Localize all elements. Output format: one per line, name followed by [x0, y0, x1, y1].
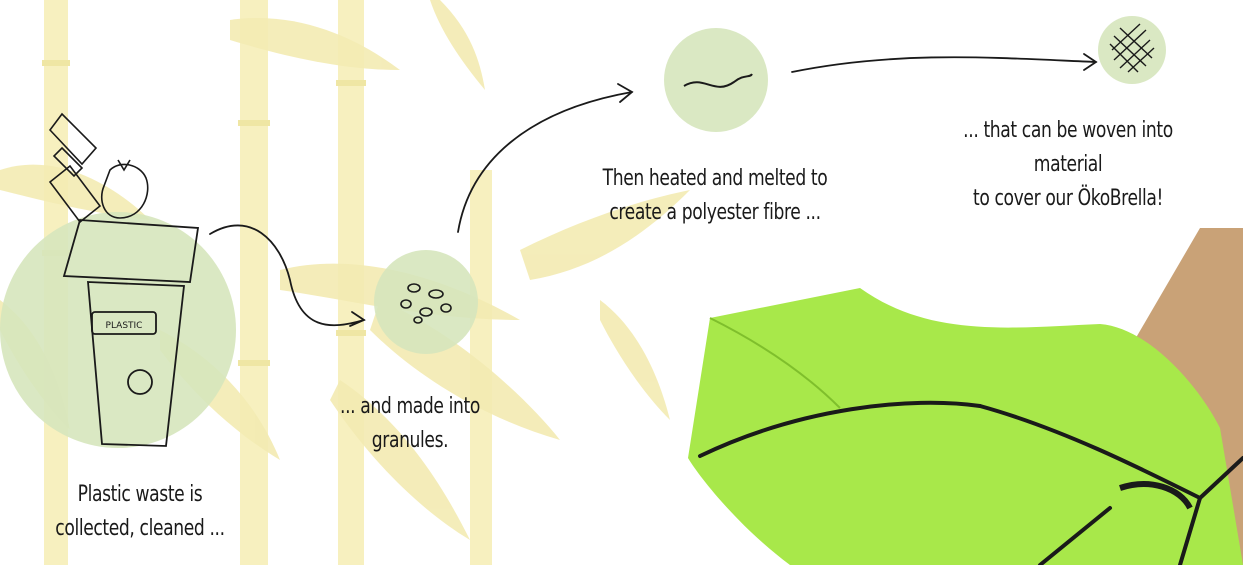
woven-material-icon	[1088, 14, 1176, 90]
plastic-bottles-icon	[50, 114, 148, 222]
fibre-icon	[654, 24, 780, 134]
step3-line2: create a polyester fibre ...	[594, 196, 836, 230]
granules-icon	[366, 250, 486, 360]
step1-caption: Plastic waste is collected, cleaned ...	[54, 478, 226, 546]
step2-line2: granules.	[324, 424, 496, 458]
step1-line2: collected, cleaned ...	[54, 512, 226, 546]
step2-caption: ... and made into granules.	[324, 390, 496, 458]
step2-line1: ... and made into	[324, 390, 496, 424]
bin-label: PLASTIC	[106, 321, 143, 331]
recycling-bin-icon: PLASTIC	[0, 100, 240, 450]
step4-line1: ... that can be woven into material	[928, 114, 1209, 182]
step3-line1: Then heated and melted to	[594, 162, 836, 196]
step3-caption: Then heated and melted to create a polye…	[594, 162, 836, 230]
umbrella-photo	[680, 228, 1243, 565]
step4-line2: to cover our ÖkoBrella!	[928, 182, 1209, 216]
step4-caption: ... that can be woven into material to c…	[928, 114, 1209, 216]
step1-line1: Plastic waste is	[54, 478, 226, 512]
